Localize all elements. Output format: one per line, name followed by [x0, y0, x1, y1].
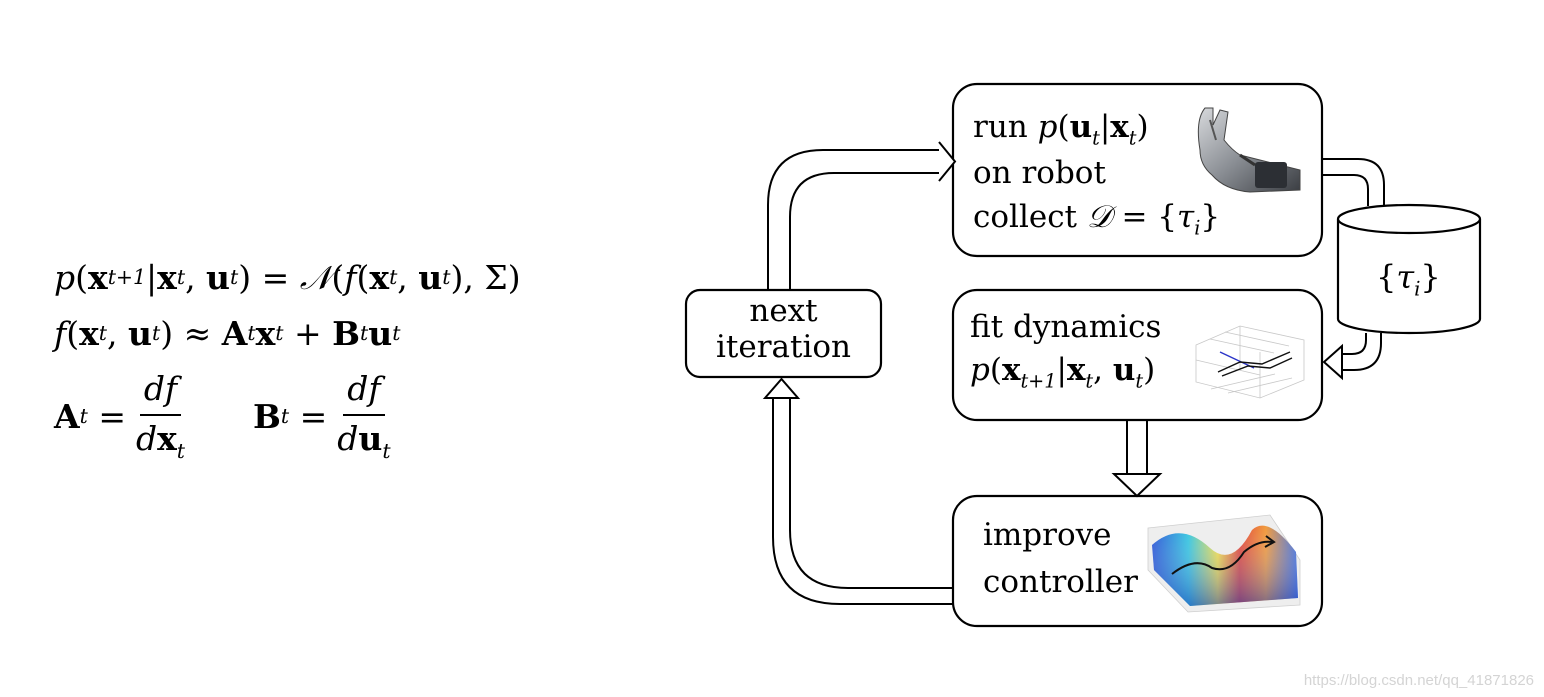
label-text: run — [973, 109, 1038, 145]
eq-symbol: p — [54, 258, 76, 298]
label-symbol: x — [1001, 352, 1021, 389]
eq-symbol: x — [157, 258, 177, 298]
label-symbol: τ — [1177, 198, 1195, 235]
label-symbol: x — [1110, 109, 1129, 145]
arrow-run-to-fit — [1322, 158, 1385, 381]
label-symbol: u — [1112, 352, 1136, 389]
improve-controller-label: improve controller — [983, 512, 1138, 605]
eq-symbol: B — [332, 314, 361, 354]
eq-symbol: f — [344, 258, 357, 298]
arrow-improve-to-next — [762, 377, 953, 605]
label-symbol: x — [1066, 352, 1086, 389]
label-subscript: i — [1414, 277, 1421, 301]
watermark: https://blog.csdn.net/qq_41871826 — [1303, 672, 1534, 689]
eq-symbol: | — [146, 258, 158, 298]
run-policy-line-3: collect 𝒟 = {τi} — [973, 198, 1221, 239]
label-subscript: t — [1135, 369, 1144, 393]
eq-symbol: B — [253, 397, 281, 437]
eq-symbol: Σ — [484, 258, 508, 298]
fit-dynamics-label: fit dynamics p(xt+1|xt, ut) — [970, 306, 1161, 396]
eq-symbol: d — [135, 419, 158, 459]
arrow-next-to-run — [767, 141, 957, 290]
run-policy-line-1: run p(ut|xt) — [973, 109, 1149, 150]
fit-dynamics-line-2: p(xt+1|xt, ut) — [970, 352, 1156, 393]
label-symbol: u — [1069, 109, 1093, 145]
label-text: collect — [973, 198, 1087, 235]
eq-symbol: u — [127, 314, 152, 354]
fraction-denominator: dut — [333, 416, 394, 463]
next-iteration-line-2: iteration — [715, 328, 852, 365]
robot-hand-image — [1197, 107, 1301, 193]
eq-symbol: d — [337, 419, 359, 459]
arrow-fit-to-improve — [1111, 420, 1163, 498]
label-subscript: t+1 — [1020, 369, 1057, 393]
improve-controller-line-1: improve — [983, 517, 1112, 553]
eq-subscript: t — [176, 439, 185, 464]
eq-symbol: ≈ — [183, 314, 212, 354]
run-policy-line-2: on robot — [973, 155, 1106, 192]
label-subscript: t — [1085, 369, 1094, 393]
next-iteration-line-1: next — [749, 293, 818, 329]
fraction-numerator: df — [343, 370, 385, 417]
fraction-df-du: df dut — [333, 370, 394, 463]
eq-symbol: 𝒩 — [299, 258, 332, 298]
eq-symbol: A — [54, 397, 80, 437]
eq-subscript: t — [79, 404, 88, 429]
eq-symbol: x — [157, 419, 177, 459]
next-iteration-box — [684, 288, 883, 379]
label-symbol: p — [970, 352, 990, 389]
fit-dynamics-box — [951, 288, 1324, 422]
eq-subscript: t — [247, 321, 256, 346]
label-symbol: τ — [1396, 258, 1415, 296]
next-iteration-label: next iteration — [686, 293, 881, 365]
fit-dynamics-line-1: fit dynamics — [970, 309, 1162, 345]
eq-subscript: t — [176, 265, 186, 290]
eq-subscript: t+1 — [107, 265, 147, 290]
eq-symbol: u — [358, 419, 383, 459]
improve-controller-line-2: controller — [983, 563, 1138, 600]
eq-subscript: t — [151, 321, 161, 346]
eq-subscript: t — [98, 321, 107, 346]
fraction-df-dx: df dxt — [132, 370, 189, 463]
fraction-denominator: dxt — [132, 416, 189, 463]
label-symbol: p — [1037, 109, 1058, 145]
run-policy-box — [951, 82, 1324, 258]
dynamics-plot-image — [1195, 325, 1305, 399]
fraction-numerator: df — [139, 370, 182, 417]
run-policy-label: run p(ut|xt) on robot collect 𝒟 = {τi} — [973, 106, 1220, 242]
label-subscript: t — [1092, 126, 1100, 150]
eq-subscript: t — [360, 321, 369, 346]
eq-symbol: u — [206, 258, 231, 298]
eq-subscript: t — [382, 439, 391, 464]
eq-subscript: t — [230, 265, 239, 290]
label-symbol: 𝒟 — [1086, 198, 1112, 235]
dataset-label: {τi} — [1376, 258, 1441, 301]
eq-symbol: x — [88, 258, 108, 298]
eq-symbol: f — [54, 314, 67, 354]
label-subscript: i — [1194, 215, 1201, 239]
dataset-cylinder — [1336, 203, 1482, 335]
eq-subscript: t — [280, 404, 290, 429]
cost-surface-image — [1147, 514, 1301, 613]
eq-symbol: A — [221, 314, 248, 354]
eq-symbol: x — [79, 314, 99, 354]
